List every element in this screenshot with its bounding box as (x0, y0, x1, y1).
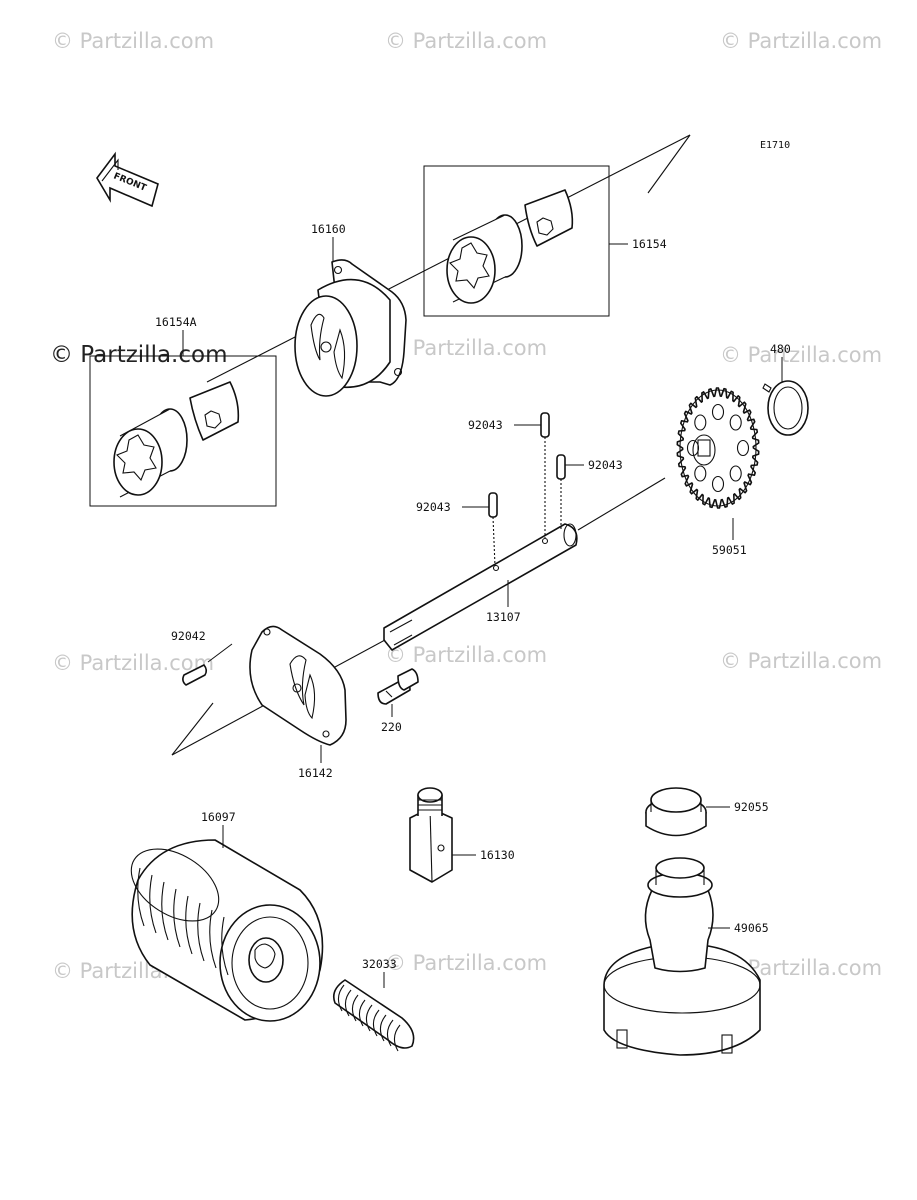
part-label: 92043 (468, 418, 503, 432)
watermark-main: © Partzilla.com (50, 342, 228, 368)
part-label: 16154A (155, 315, 197, 329)
part-label: 480 (770, 342, 791, 356)
pump-body (294, 259, 407, 397)
pump-shaft (383, 523, 578, 651)
plug-cap (645, 787, 707, 837)
leader-lines (182, 237, 783, 988)
relief-spring (332, 979, 415, 1052)
watermark: © Partzilla.com (720, 343, 882, 367)
outer-rotor-a (113, 408, 188, 498)
watermarks: © Partzilla.com © Partzilla.com © Partzi… (50, 29, 882, 983)
sprocket-hole (729, 414, 742, 431)
sprocket-hole (686, 439, 700, 457)
part-label: 220 (381, 720, 402, 734)
part-labels: 16160 16154 16154A 480 92043 92043 92043… (155, 222, 791, 971)
part-label: 13107 (486, 610, 521, 624)
part-label: 16097 (201, 810, 236, 824)
watermark: © Partzilla.com (385, 643, 547, 667)
watermark: © Partzilla.com (52, 29, 214, 53)
diagram-code: E1710 (760, 140, 790, 151)
kit-box-16154 (423, 165, 610, 317)
sprocket-hole (694, 465, 707, 482)
sprocket-hole (711, 403, 725, 421)
part-label: 32033 (362, 957, 397, 971)
watermark: © Partzilla.com (720, 649, 882, 673)
part-label: 92043 (588, 458, 623, 472)
inner-rotor (524, 189, 574, 247)
flange-bolt (377, 668, 419, 705)
front-arrow-icon: FRONT (96, 151, 159, 208)
oil-filter (130, 839, 324, 1022)
outer-rotor (446, 214, 523, 304)
relief-valve (409, 787, 453, 883)
oil-strainer (603, 857, 761, 1056)
watermark: © Partzilla.com (385, 951, 547, 975)
part-label: 92043 (416, 500, 451, 514)
sprocket-hole (729, 465, 742, 482)
part-label: 16160 (311, 222, 346, 236)
part-label: 16142 (298, 766, 333, 780)
watermark: © Partzilla.com (385, 29, 547, 53)
part-label: 59051 (712, 543, 747, 557)
dowel-pin (488, 492, 498, 567)
part-label: 92055 (734, 800, 769, 814)
dowel-pin (540, 412, 550, 538)
part-label: 16130 (480, 848, 515, 862)
part-label: 49065 (734, 921, 769, 935)
part-label: 92042 (171, 629, 206, 643)
watermark: © Partzilla.com (720, 29, 882, 53)
watermark: © Partzilla.com (385, 336, 547, 360)
dowel-pin (556, 454, 566, 530)
watermark: © Partzilla.com (52, 651, 214, 675)
circlip (762, 380, 809, 436)
sprocket-hole (736, 439, 750, 457)
part-label: 16154 (632, 237, 667, 251)
sprocket (676, 387, 760, 509)
dowel-pin-small (182, 664, 208, 686)
inner-rotor-a (189, 381, 240, 441)
pump-cover (249, 625, 347, 746)
sprocket-hole (694, 414, 707, 431)
sprocket-hole (711, 475, 725, 493)
